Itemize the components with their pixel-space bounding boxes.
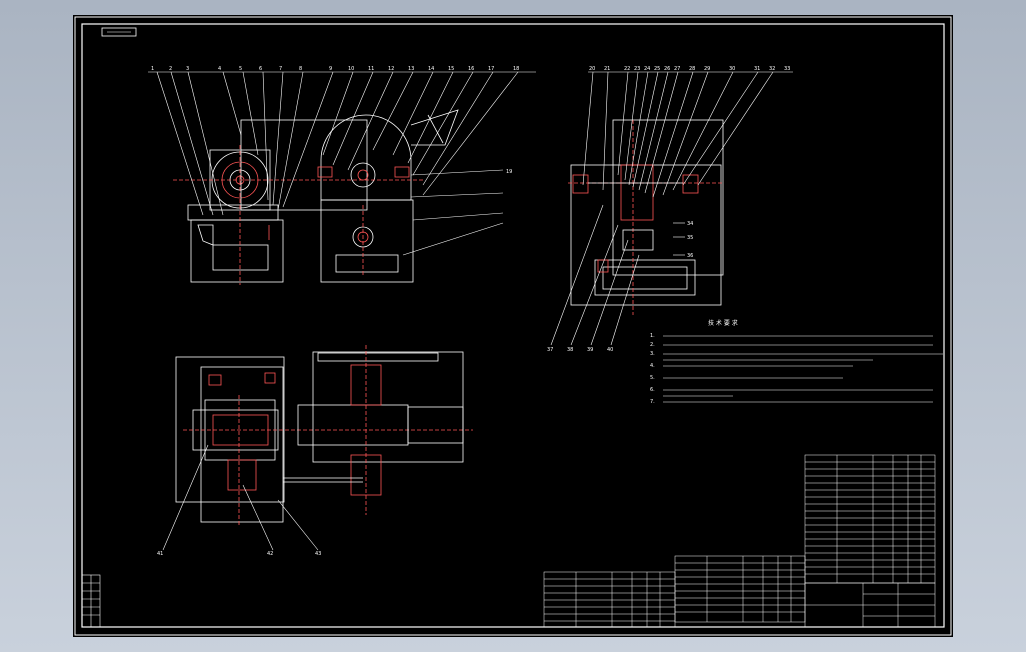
svg-text:1: 1: [151, 66, 154, 72]
svg-text:31: 31: [754, 66, 760, 72]
svg-text:15: 15: [448, 66, 454, 72]
drawing-sheet: 1 2 3 4 5 6 7 8 9 10 11 12 13 14 15 16 1…: [73, 15, 953, 637]
svg-text:5: 5: [239, 66, 242, 72]
tech-req-item: 7.: [650, 399, 655, 405]
tech-req-item: 1.: [650, 333, 655, 339]
svg-text:2: 2: [169, 66, 172, 72]
svg-text:10: 10: [348, 66, 354, 72]
tech-req-item: 5.: [650, 375, 655, 381]
svg-text:9: 9: [329, 66, 332, 72]
svg-text:17: 17: [488, 66, 494, 72]
svg-text:35: 35: [687, 235, 693, 241]
balloons-top-right: 20 21 22 23 24 25 26 27 28 29 30 31 32 3…: [547, 66, 790, 353]
svg-text:24: 24: [644, 66, 650, 72]
svg-text:40: 40: [607, 347, 613, 353]
tech-req-item: 3.: [650, 351, 655, 357]
binding-strip: [81, 574, 101, 628]
svg-text:33: 33: [784, 66, 790, 72]
svg-text:42: 42: [267, 551, 273, 557]
svg-text:14: 14: [428, 66, 434, 72]
svg-text:32: 32: [769, 66, 775, 72]
balloons-top-left: 1 2 3 4 5 6 7 8 9 10 11 12 13 14 15 16 1…: [151, 66, 519, 175]
svg-text:38: 38: [567, 347, 573, 353]
svg-text:22: 22: [624, 66, 630, 72]
svg-text:19: 19: [506, 169, 512, 175]
top-view: [175, 345, 473, 525]
svg-text:23: 23: [634, 66, 640, 72]
svg-text:18: 18: [513, 66, 519, 72]
svg-text:41: 41: [157, 551, 163, 557]
technical-requirements: 技 术 要 求 1. 2. 3. 4. 5. 6. 7.: [650, 319, 943, 405]
tech-req-item: 6.: [650, 387, 655, 393]
svg-text:21: 21: [604, 66, 610, 72]
leaders-top-right: [550, 71, 793, 346]
svg-text:27: 27: [674, 66, 680, 72]
svg-text:30: 30: [729, 66, 735, 72]
tech-req-title: 技 术 要 求: [708, 319, 738, 327]
svg-text:8: 8: [299, 66, 302, 72]
svg-text:34: 34: [687, 221, 693, 227]
leaders-bottom-left: [162, 444, 319, 551]
svg-text:37: 37: [547, 347, 553, 353]
svg-text:11: 11: [368, 66, 374, 72]
parts-list: [543, 454, 936, 628]
svg-text:20: 20: [589, 66, 595, 72]
cad-drawing: 1 2 3 4 5 6 7 8 9 10 11 12 13 14 15 16 1…: [74, 16, 952, 636]
svg-text:28: 28: [689, 66, 695, 72]
tech-req-item: 4.: [650, 363, 655, 369]
svg-text:13: 13: [408, 66, 414, 72]
svg-text:25: 25: [654, 66, 660, 72]
side-section-view: [568, 119, 724, 315]
leaders-top-left: [148, 71, 536, 256]
svg-text:36: 36: [687, 253, 693, 259]
front-view: [173, 109, 459, 285]
svg-text:39: 39: [587, 347, 593, 353]
balloons-bottom-left: 41 42 43: [157, 551, 321, 557]
outer-frame: [74, 16, 952, 636]
svg-text:16: 16: [468, 66, 474, 72]
stamp-box: [101, 27, 137, 37]
svg-text:6: 6: [259, 66, 262, 72]
tech-req-item: 2.: [650, 342, 655, 348]
svg-text:7: 7: [279, 66, 282, 72]
svg-text:4: 4: [218, 66, 221, 72]
svg-text:26: 26: [664, 66, 670, 72]
svg-text:3: 3: [186, 66, 189, 72]
inner-frame: [81, 23, 945, 628]
svg-text:29: 29: [704, 66, 710, 72]
svg-text:12: 12: [388, 66, 394, 72]
svg-text:43: 43: [315, 551, 321, 557]
